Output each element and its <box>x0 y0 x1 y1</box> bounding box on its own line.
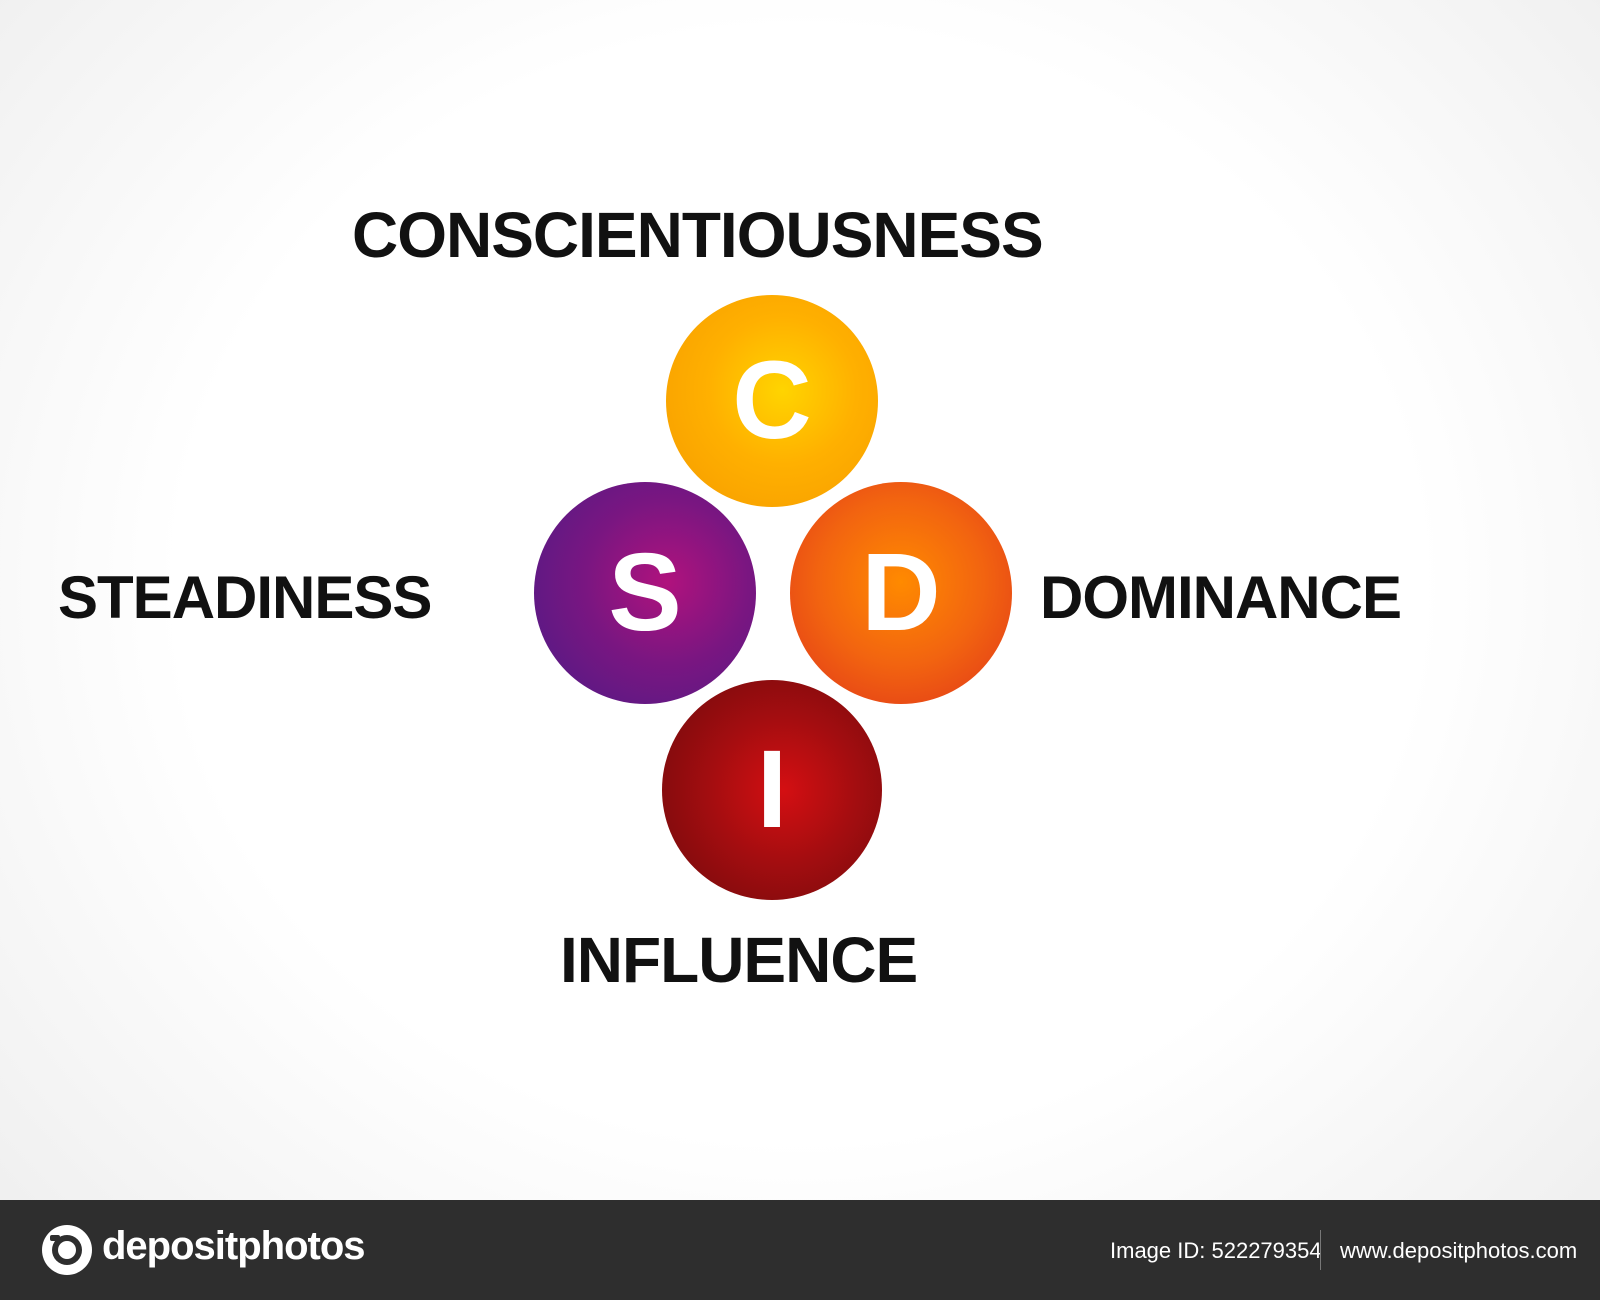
circle-s: S <box>534 482 756 704</box>
circle-i: I <box>662 680 882 900</box>
circle-letter-c: C <box>732 339 812 462</box>
label-steadiness: STEADINESS <box>58 564 432 631</box>
circle-letter-d: D <box>861 531 941 654</box>
camera-logo-icon <box>42 1225 92 1275</box>
label-influence: INFLUENCE <box>560 924 918 996</box>
image-id-text: Image ID: 522279354 <box>1110 1238 1322 1263</box>
brand-name[interactable]: depositphotos <box>102 1224 366 1268</box>
circle-c: C <box>666 295 878 507</box>
circle-letter-i: I <box>756 728 788 851</box>
disc-diagram: CONSCIENTIOUSNESS STEADINESS DOMINANCE I… <box>58 199 1402 996</box>
label-dominance: DOMINANCE <box>1040 564 1402 631</box>
footer-bar: depositphotos Image ID: 522279354 www.de… <box>0 1200 1600 1300</box>
footer-divider <box>1320 1230 1321 1270</box>
circle-d: D <box>790 482 1012 704</box>
site-url-link[interactable]: www.depositphotos.com <box>1340 1238 1578 1263</box>
circle-letter-s: S <box>608 531 682 654</box>
label-conscientiousness: CONSCIENTIOUSNESS <box>352 199 1044 271</box>
